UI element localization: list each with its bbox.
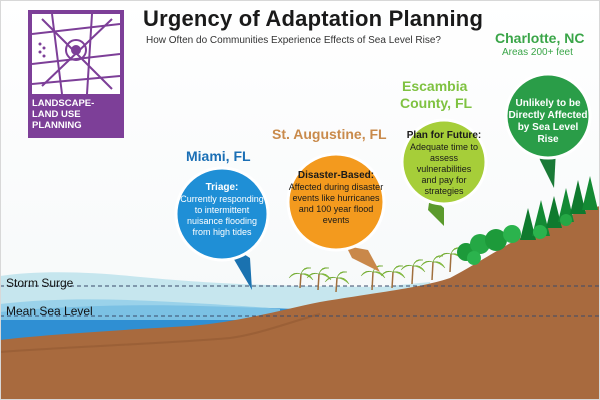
- staug-heading: Disaster-Based:: [297, 170, 375, 181]
- landscape-land-use-planning-logo: LANDSCAPE- LAND USE PLANNING: [28, 10, 124, 138]
- miami-bubble: [174, 166, 270, 262]
- page-subtitle: How Often do Communities Experience Effe…: [146, 35, 441, 46]
- charlotte-body-line: Unlikely to be: [515, 98, 581, 109]
- staug-body-line: events: [322, 215, 350, 225]
- charlotte-body-line: by Sea Level Rise: [517, 122, 579, 145]
- logo-line-3: PLANNING: [32, 120, 82, 131]
- escambia-heading: Plan for Future:: [406, 130, 482, 141]
- escambia-body-line: strategies: [424, 186, 464, 196]
- staug-body-line: Affected during disaster: [288, 182, 384, 192]
- staug-pointer: [346, 246, 380, 272]
- storm-surge-label: Storm Surge: [6, 276, 74, 290]
- page-title: Urgency of Adaptation Planning: [143, 6, 484, 31]
- forest: [457, 176, 598, 265]
- miami-body-line: Currently responding: [180, 194, 264, 204]
- miami-body-line: to intermittent: [194, 205, 250, 215]
- city-label-escambia-county: County, FL: [400, 95, 473, 111]
- staug-body-line: events like hurricanes: [292, 193, 380, 203]
- land-terrain: [0, 206, 600, 400]
- staug-body-line: and 100 year flood: [298, 204, 374, 214]
- escambia-body-line: assess vulnerabilities: [416, 153, 472, 174]
- escambia-bubble: [400, 118, 488, 206]
- staug-bubble: [286, 152, 386, 252]
- escambia-body-line: Adequate time to: [409, 142, 479, 152]
- city-label-st-augustine: St. Augustine, FL: [272, 126, 387, 142]
- escambia-body-line: and pay for: [421, 175, 467, 185]
- land-shading: [0, 313, 321, 353]
- city-label-escambia: Escambia: [402, 78, 468, 94]
- miami-bubble-text: Triage: Currently responding to intermit…: [180, 182, 264, 238]
- logo-text: LANDSCAPE- LAND USE PLANNING: [32, 98, 122, 131]
- mean-sea-level-label: Mean Sea Level: [6, 304, 93, 318]
- charlotte-bubble: [504, 72, 592, 160]
- wave-highlight: [0, 299, 280, 320]
- escambia-bubble-text: Plan for Future: Adequate time to assess…: [402, 130, 486, 197]
- charlotte-bubble-text: Unlikely to be Directly Affected by Sea …: [508, 98, 588, 146]
- miami-body-line: nuisance flooding: [186, 216, 258, 226]
- city-label-charlotte: Charlotte, NC: [495, 30, 585, 46]
- logo-line-1: LANDSCAPE-: [32, 98, 95, 109]
- city-map-icon: [32, 14, 120, 94]
- miami-heading: Triage:: [205, 182, 239, 193]
- logo-line-2: LAND USE: [32, 109, 81, 120]
- city-label-miami: Miami, FL: [186, 148, 251, 164]
- city-note-charlotte: Areas 200+ feet: [502, 47, 573, 58]
- miami-body-line: from high tides: [192, 227, 252, 237]
- charlotte-body-line: Directly Affected: [508, 110, 588, 121]
- staug-bubble-text: Disaster-Based: Affected during disaster…: [286, 170, 386, 226]
